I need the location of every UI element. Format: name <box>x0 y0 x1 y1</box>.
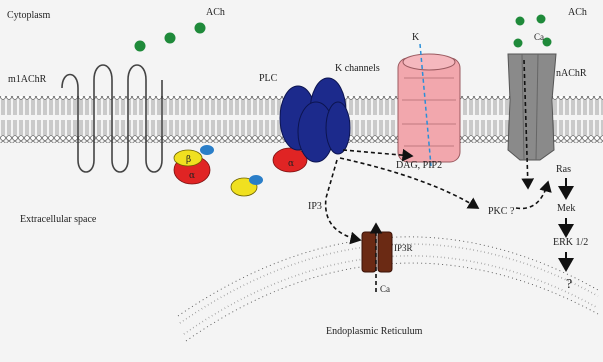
g-protein-complex-left: β α <box>174 145 214 184</box>
label-erk: ERK 1/2 <box>553 238 588 248</box>
label-nachr: nAChR <box>556 69 587 79</box>
label-extracellular: Extracellular space <box>20 215 96 225</box>
g-protein-complex-right <box>231 175 263 196</box>
label-ip3r: IP3R <box>394 244 413 253</box>
ach-molecules-left <box>135 23 206 52</box>
label-question: ? <box>566 278 572 292</box>
label-pkc: PKC ? <box>488 207 514 217</box>
label-plc: PLC <box>259 74 277 84</box>
label-ca-top: Ca <box>534 33 544 42</box>
ip3r-channel <box>362 232 392 272</box>
label-ach-left: ACh <box>206 8 225 18</box>
label-mek: Mek <box>557 204 575 214</box>
label-ip3: IP3 <box>308 202 322 212</box>
label-m1achr: m1AChR <box>8 75 46 85</box>
nachr-channel <box>508 54 556 160</box>
g-alpha-letter: α <box>189 171 195 181</box>
label-ras: Ras <box>556 165 571 175</box>
g-alpha-letter-right: α <box>288 159 294 169</box>
label-k: K <box>412 33 419 43</box>
label-ach-right: ACh <box>568 8 587 18</box>
k-channel <box>398 54 460 162</box>
ach-molecules-right <box>514 15 552 48</box>
label-ca-bottom: Ca <box>380 285 390 294</box>
g-beta-letter: β <box>186 155 191 165</box>
label-k-channels: K channels <box>335 64 380 74</box>
label-er: Endoplasmic Reticulum <box>326 327 422 337</box>
label-cytoplasm: Cytoplasm <box>7 11 50 21</box>
label-dag-pip2: DAG, PIP2 <box>396 161 442 171</box>
